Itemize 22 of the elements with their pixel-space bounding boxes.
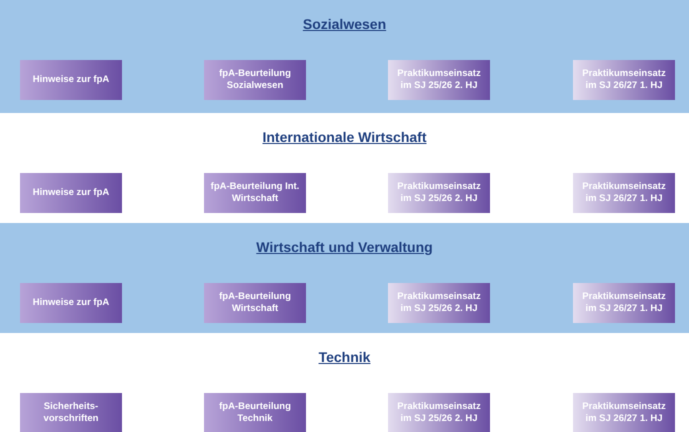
- link-button: fpA-Beurteilung Wirtschaft: [204, 283, 306, 323]
- link-button: Hinweise zur fpA: [20, 60, 122, 100]
- link-button: Praktikumseinsatz im SJ 25/26 2. HJ: [388, 60, 490, 100]
- section-heading-link: Wirtschaft und Verwaltung: [256, 239, 433, 255]
- section-heading-link: Sozialwesen: [302, 16, 386, 32]
- link-button: Praktikumseinsatz im SJ 26/27 1. HJ: [573, 283, 675, 323]
- link-button: Praktikumseinsatz im SJ 25/26 2. HJ: [388, 283, 490, 323]
- link-button: fpA-Beurteilung Sozialwesen: [204, 60, 306, 100]
- section-heading-link: Technik: [318, 349, 370, 365]
- section-panel: [0, 0, 689, 113]
- section-panel: [0, 223, 689, 333]
- link-button: fpA-Beurteilung Int. Wirtschaft: [204, 173, 306, 213]
- link-button: Praktikumseinsatz im SJ 26/27 1. HJ: [573, 60, 675, 100]
- link-button: Praktikumseinsatz im SJ 25/26 2. HJ: [388, 393, 490, 432]
- link-button: Sicherheits- vorschriften: [20, 393, 122, 432]
- link-button: Hinweise zur fpA: [20, 173, 122, 213]
- link-button: Praktikumseinsatz im SJ 26/27 1. HJ: [573, 173, 675, 213]
- link-button: fpA-Beurteilung Technik: [204, 393, 306, 432]
- link-button: Hinweise zur fpA: [20, 283, 122, 323]
- section-heading-link: Internationale Wirtschaft: [262, 129, 426, 145]
- link-button: Praktikumseinsatz im SJ 26/27 1. HJ: [573, 393, 675, 432]
- link-button: Praktikumseinsatz im SJ 25/26 2. HJ: [388, 173, 490, 213]
